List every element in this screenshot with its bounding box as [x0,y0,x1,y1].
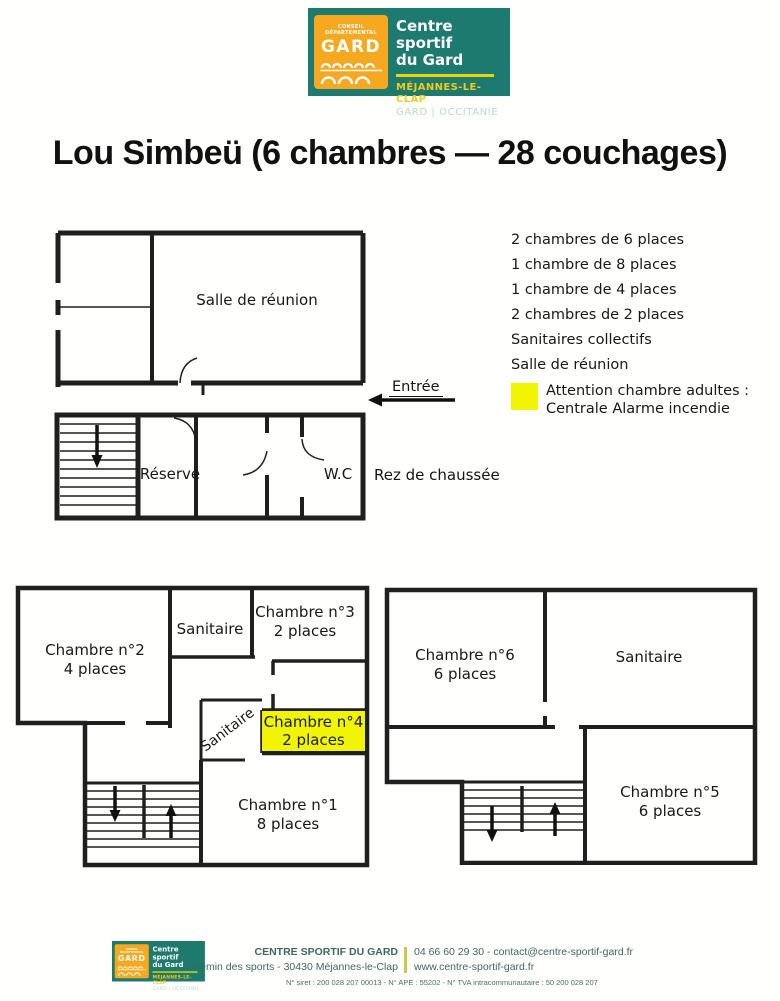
ground-lower-walls [54,412,366,521]
legend-item: 2 chambres de 6 places [511,232,685,248]
room5-label: Chambre n°5 6 places [606,783,734,820]
second-floor-stairs [462,780,585,842]
room4-name: Chambre n°4 [263,712,364,731]
footer-address: chemin des sports - 30430 Méjannes-le-Cl… [189,961,398,973]
yellow-highlight-swatch [511,383,538,410]
logo-name-line2: du Gard [396,51,464,69]
page-title: Lou Simbeü (6 chambres — 28 couchages) [52,134,728,172]
second-floor-plan [384,587,758,865]
room2-name: Chambre n°2 [45,641,145,659]
room1-name: Chambre n°1 [238,796,338,814]
council-label: CONSEIL DÉPARTEMENTAL [325,24,377,36]
stairs-up-arrow [165,804,177,838]
gard-council-logo: CONSEIL DÉPARTEMENTAL GARD [314,15,388,89]
aqueduct-icon [117,966,147,977]
room4-label-highlighted: Chambre n°4 2 places [262,711,365,751]
entrance-label: Entrée [389,379,443,397]
logo-text-block: Centre sportif du Gard MÉJANNES-LE-CLAP … [388,15,504,118]
room3-name: Chambre n°3 [255,603,355,621]
logo-name-line2: du Gard [152,960,184,970]
alarm-warning-line2: Centrale Alarme incendie [546,400,730,417]
centre-sportif-logo: CONSEIL DÉPARTEMENTAL GARD Centre sporti… [308,8,510,118]
logo-divider-rule [396,74,494,77]
legend-item: Salle de réunion [511,357,629,373]
room6-name: Chambre n°6 [415,646,515,664]
legend: 2 chambres de 6 places 1 chambre de 8 pl… [511,233,761,418]
header-logo: CONSEIL DÉPARTEMENTAL GARD Centre sporti… [308,8,510,118]
first-floor-stairs [85,781,201,848]
wc-label: W.C [323,465,353,483]
footer-divider [404,947,407,973]
room3-label: Chambre n°3 2 places [252,603,358,640]
logo-region: GARD | OCCITANIE [396,107,499,118]
storage-label: Réserve [139,465,201,483]
ground-floor-level-label: Rez de chaussée [374,466,500,484]
logo-text-block: Centre sportif du Gard MÉJANNES-LE-CLAP … [149,944,202,992]
sanitary-top-label: Sanitaire [176,620,244,638]
meeting-room-walls [55,230,366,395]
logo-name-line1: Centre sportif [152,945,179,962]
alarm-warning-text: Attention chambre adultes : Centrale Ala… [546,383,749,418]
room3-capacity: 2 places [273,621,337,640]
logo-name-line1: Centre sportif [396,17,453,52]
room1-capacity: 8 places [256,814,320,833]
footer-org-name: CENTRE SPORTIF DU GARD [254,946,398,958]
logo-region: GARD | OCCITANIE [152,986,200,992]
room2-label: Chambre n°2 4 places [28,641,162,678]
logo-divider-rule [152,971,198,973]
footer-legal: N° siret : 200 028 207 00013 - N° APE : … [286,978,598,987]
room4-capacity: 2 places [282,731,345,749]
stairs-down-arrow [91,425,103,468]
stairs-down-arrow [109,786,121,822]
room5-name: Chambre n°5 [620,783,720,801]
council-line1: CONSEIL [337,24,365,30]
council-line1: CONSEIL [125,948,138,952]
room1-label: Chambre n°1 8 places [225,796,351,833]
room5-capacity: 6 places [638,801,702,820]
alarm-warning-line1: Attention chambre adultes : [546,383,750,399]
footer-logo: CONSEIL DÉPARTEMENTAL GARD Centre sporti… [112,941,208,992]
footer-phone-email: 04 66 60 29 30 - contact@centre-sportif-… [414,946,634,958]
stairs-down-arrow [486,806,498,842]
footer-website: www.centre-sportif-gard.fr [414,961,535,973]
gard-wordmark: GARD [117,954,146,964]
aqueduct-icon [320,62,382,85]
council-line2: DÉPARTEMENTAL [119,951,144,954]
room6-label: Chambre n°6 6 places [403,646,527,683]
alarm-warning: Attention chambre adultes : Centrale Ala… [511,383,761,418]
logo-location: MÉJANNES-LE-CLAP [152,975,192,986]
sanitary-label: Sanitaire [615,648,683,666]
gard-wordmark: GARD [320,37,382,57]
gard-council-logo-small: CONSEIL DÉPARTEMENTAL GARD [114,944,149,979]
council-label: CONSEIL DÉPARTEMENTAL [120,948,144,954]
entrance-arrow [368,393,455,407]
room6-capacity: 6 places [433,664,497,683]
legend-item: 1 chambre de 8 places [511,257,677,273]
stairs-up-arrow [549,802,561,836]
legend-item: 1 chambre de 4 places [511,282,677,298]
ground-stairs [60,415,141,518]
second-floor-walls [384,587,758,865]
centre-sportif-logo-small: CONSEIL DÉPARTEMENTAL GARD Centre sporti… [112,941,205,992]
room2-capacity: 4 places [63,659,127,678]
ground-floor-plan [54,230,455,521]
logo-location: MÉJANNES-LE-CLAP [396,82,482,105]
council-line2: DÉPARTEMENTAL [325,30,377,36]
legend-item: 2 chambres de 2 places [511,307,685,323]
legend-item: Sanitaires collectifs [511,332,652,348]
meeting-room-label: Salle de réunion [196,291,318,309]
